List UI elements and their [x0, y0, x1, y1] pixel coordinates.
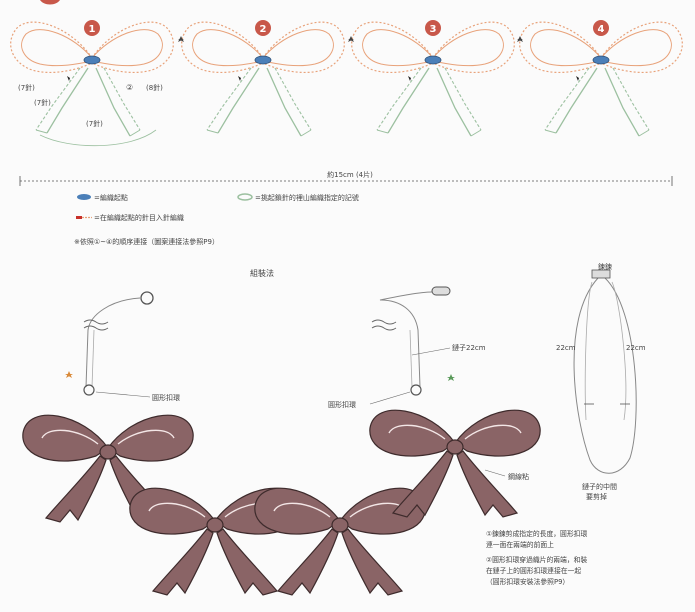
- stitch-label-left-inner: (7針): [34, 98, 51, 107]
- svg-text:1: 1: [89, 24, 96, 35]
- right-chain: [371, 286, 451, 396]
- jump-ring-left: [83, 384, 95, 396]
- bow-number-4: 4: [593, 20, 609, 36]
- stitch-label-left-outer: (7針): [18, 83, 35, 92]
- join-marks: [178, 36, 523, 42]
- legend-start-icon: [77, 194, 91, 200]
- note-line-4: 在鏈子上的圓形扣環連接在一起: [486, 566, 581, 575]
- glue-label: 鋼線粘: [508, 472, 529, 481]
- chain-middle-label: 鏈子的中間: [582, 482, 617, 491]
- legend-item-insert: =在編織起點的針目入針編織: [94, 213, 184, 222]
- width-measure-label: 約15cm (4片): [327, 170, 373, 179]
- crochet-bow-1: [10, 21, 174, 137]
- bow1-outline: [39, 129, 157, 147]
- svg-text:4: 4: [598, 24, 605, 35]
- legend-arrow-icon: [76, 216, 82, 219]
- legend-back-loop-icon: [237, 193, 253, 201]
- crochet-bow-4: [519, 21, 683, 137]
- bow-number-3: 3: [425, 20, 441, 36]
- note-line-5: （圓形扣環安裝法參照P9）: [486, 577, 569, 586]
- stitch-label-right: (8針): [146, 83, 163, 92]
- width-measure: [19, 176, 673, 186]
- ring-label-left: 圓形扣環: [152, 393, 180, 402]
- lobster-clasp-icon: [431, 286, 451, 296]
- chain-length-label: 鏈子22cm: [452, 343, 486, 352]
- assembly-notes: ①鍊鍊剪成指定的長度，圓形扣環 連一面在兩端的前面上 ②圓形扣環穿過織片的兩端，…: [486, 529, 587, 586]
- crochet-bow-3: [351, 21, 515, 137]
- note-line-1: ①鍊鍊剪成指定的長度，圓形扣環: [486, 529, 587, 538]
- ring-label-right: 圓形扣環: [328, 400, 356, 409]
- star-left-icon: [65, 371, 73, 378]
- chain-middle-label-2: 要剪掉: [586, 492, 607, 501]
- star-right-icon: [447, 374, 455, 381]
- note-line-2: 連一面在兩端的前面上: [486, 540, 554, 549]
- legend-item-back-loop: =挑起鎖針的裡山編織指定的記號: [255, 193, 359, 202]
- clasp-ring-icon: [140, 291, 154, 305]
- necklace-bow-3: [254, 487, 426, 596]
- left-chain: [83, 291, 154, 396]
- crochet-bow-2: [181, 21, 345, 137]
- corner-mark: [40, 0, 60, 5]
- stitch-label-bottom: (7針): [86, 119, 103, 128]
- stitch-label-circled: ②: [126, 83, 133, 92]
- chain-top-label: 鍊鍊: [598, 262, 612, 271]
- assembly-title: 組裝法: [250, 268, 274, 278]
- chain-loop-diagram: [573, 269, 637, 474]
- bow-number-1: 1: [84, 20, 100, 36]
- chain-left-length: 22cm: [556, 344, 576, 352]
- legend-item-start: =編織起點: [94, 193, 128, 202]
- legend-item-order: ※依照①~④的順序連接（圖案連接法參照P9）: [74, 237, 219, 246]
- note-line-3: ②圓形扣環穿過織片的兩端，和裝: [486, 555, 587, 564]
- bow-number-2: 2: [255, 20, 271, 36]
- legend: =編織起點 =挑起鎖針的裡山編織指定的記號 =在編織起點的針目入針編織 ※依照①…: [74, 193, 359, 246]
- svg-text:3: 3: [430, 24, 437, 35]
- jump-ring-right: [410, 384, 422, 396]
- svg-text:2: 2: [260, 24, 267, 35]
- chain-right-length: 22cm: [626, 344, 646, 352]
